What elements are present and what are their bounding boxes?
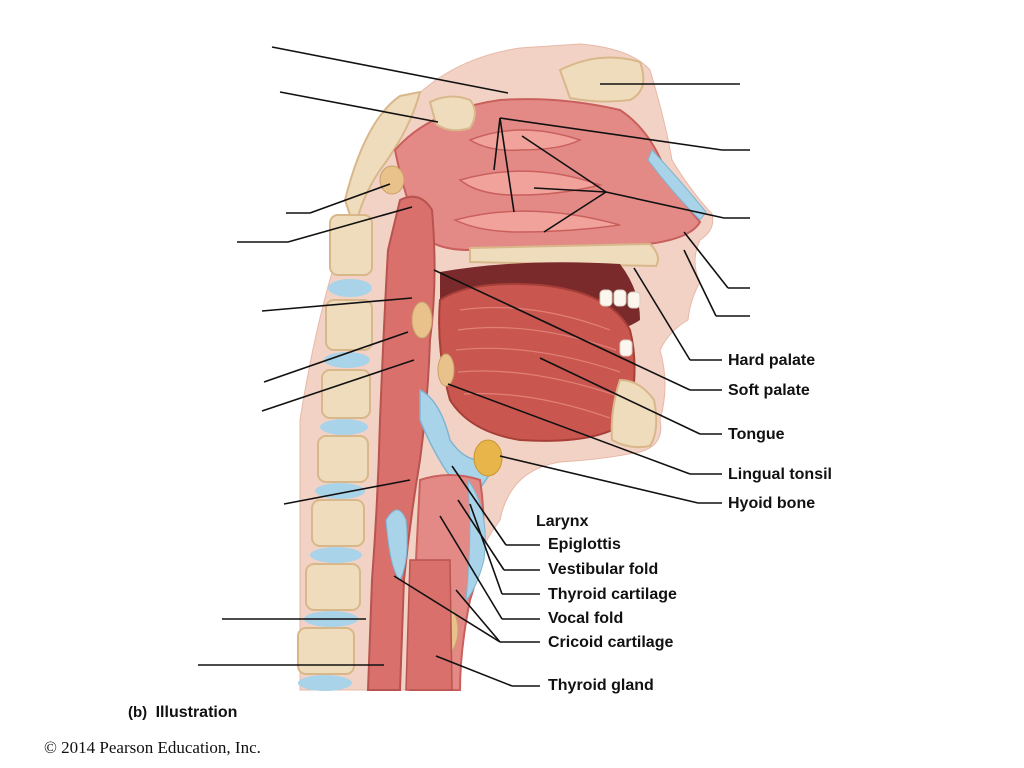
- tongue-fibers: [455, 306, 621, 419]
- leader-cricoid-cartilage-1: [393, 575, 501, 643]
- hyoid-bone-shape: [473, 439, 503, 477]
- leader-soft-palate: [433, 269, 691, 391]
- label-vocal-fold: Vocal fold: [548, 610, 624, 627]
- label-thyroid-gland: Thyroid gland: [548, 677, 654, 694]
- occipital-bone: [343, 90, 422, 231]
- palatine-tonsil: [411, 301, 433, 339]
- teeth: [599, 289, 641, 357]
- leader-lingual-tonsil: [447, 383, 691, 475]
- trachea: [405, 559, 453, 691]
- cricoid-cartilage-shape: [385, 509, 408, 581]
- frontal-bone: [558, 56, 645, 103]
- leader-epiglottis: [451, 465, 507, 546]
- label-vestibular-fold: Vestibular fold: [548, 561, 659, 578]
- label-hyoid-bone: Hyoid bone: [728, 495, 816, 512]
- nasal-cartilage: [647, 149, 707, 221]
- label-lingual-tonsil: Lingual tonsil: [728, 466, 832, 483]
- figure-caption: (b) Illustration: [128, 704, 237, 722]
- label-epiglottis: Epiglottis: [548, 536, 621, 553]
- caption-panel-letter: (b): [128, 704, 148, 721]
- label-hard-palate: Hard palate: [728, 352, 816, 369]
- leader-thyroid-cartilage: [469, 503, 503, 595]
- leader-hard-palate: [633, 267, 691, 361]
- caption-title: Illustration: [155, 704, 238, 721]
- leader-cricoid-cartilage-2: [455, 589, 501, 643]
- copyright-notice: © 2014 Pearson Education, Inc.: [44, 738, 261, 757]
- hard-palate-bone: [469, 242, 659, 268]
- label-tongue: Tongue: [728, 426, 785, 443]
- leader-lines-unlabeled: [198, 46, 750, 666]
- leader-lines-labeled: [393, 267, 722, 687]
- label-larynx-heading: Larynx: [536, 513, 589, 530]
- vertebral-column: [297, 214, 373, 691]
- leader-hyoid-bone: [499, 455, 699, 504]
- label-thyroid-cartilage: Thyroid cartilage: [548, 586, 677, 603]
- thyroid-cartilage-shape: [465, 478, 486, 602]
- leader-tongue: [539, 357, 701, 435]
- sphenoid-bone: [428, 95, 476, 132]
- leader-thyroid-gland: [435, 655, 513, 687]
- label-soft-palate: Soft palate: [728, 382, 810, 399]
- pharyngeal-tonsil: [379, 165, 405, 195]
- label-cricoid-cartilage: Cricoid cartilage: [548, 634, 674, 651]
- lingual-tonsil-tissue: [437, 353, 455, 387]
- leader-vocal-fold: [439, 515, 503, 620]
